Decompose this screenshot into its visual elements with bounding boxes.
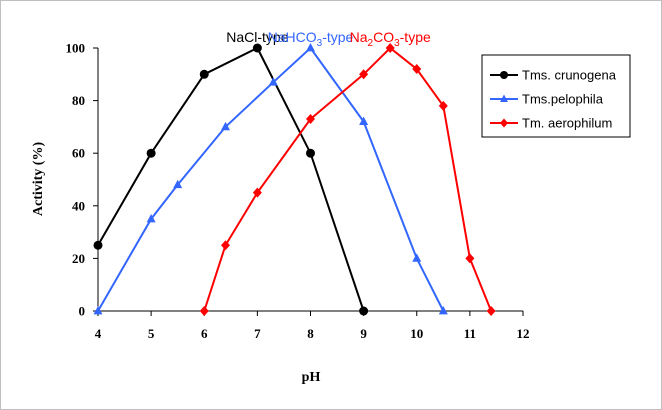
data-point	[500, 94, 508, 102]
data-point	[199, 69, 209, 79]
legend-label: Tms.pelophila	[522, 92, 604, 107]
data-point	[146, 148, 156, 158]
y-tick-label: 0	[79, 304, 86, 319]
data-point	[438, 100, 448, 111]
axes	[97, 48, 523, 312]
data-point	[252, 43, 262, 53]
x-axis-title: pH	[302, 370, 321, 385]
type-label: NaCl-type	[226, 29, 288, 45]
y-tick-label: 40	[72, 198, 85, 213]
data-point	[359, 306, 369, 316]
x-tick-label: 4	[95, 326, 102, 341]
legend-entry: Tm. aerophilum	[490, 116, 612, 131]
legend-label: Tms. crunogena	[522, 68, 617, 83]
data-point	[486, 306, 496, 316]
data-point	[385, 43, 395, 53]
series-line	[203, 46, 493, 312]
x-tick-label: 10	[410, 326, 423, 341]
series-layer	[93, 43, 496, 316]
data-point	[93, 306, 103, 315]
data-point	[438, 306, 448, 315]
series-line	[97, 46, 365, 312]
data-point	[221, 240, 230, 251]
data-point	[306, 43, 315, 52]
data-point	[359, 69, 369, 80]
x-tick-label: 11	[464, 326, 476, 341]
y-axis-title: Activity (%)	[31, 142, 46, 217]
legend-label: Tm. aerophilum	[522, 116, 612, 131]
data-point	[412, 253, 422, 262]
x-tick-label: 9	[360, 326, 367, 341]
x-tick-label: 12	[517, 326, 530, 341]
ticks: 0 20 40 60 80 100 4 5 6 7 8 9 10 11 12	[66, 41, 530, 342]
data-point	[500, 118, 508, 128]
series-2	[93, 43, 448, 315]
data-point	[306, 148, 315, 158]
data-point	[173, 179, 183, 189]
data-point	[146, 213, 156, 223]
x-tick-label: 8	[307, 326, 314, 341]
data-point	[199, 306, 209, 316]
data-point	[500, 71, 508, 79]
legend-entry: Tms.pelophila	[490, 92, 604, 107]
series-1	[93, 43, 369, 316]
y-tick-label: 100	[66, 41, 86, 56]
type-label: NaHCO3-type	[268, 29, 354, 49]
legend-entry: Tms. crunogena	[490, 68, 617, 83]
data-point	[359, 116, 369, 126]
x-tick-label: 6	[201, 326, 208, 341]
x-tick-label: 5	[148, 326, 155, 341]
data-point	[221, 121, 230, 131]
y-tick-label: 60	[72, 146, 85, 161]
data-point	[268, 77, 278, 86]
x-tick-label: 7	[254, 326, 261, 341]
data-point	[306, 114, 315, 125]
type-label: Na2CO3-type	[350, 29, 431, 49]
y-tick-label: 20	[72, 251, 85, 266]
data-point	[93, 240, 103, 250]
data-point	[252, 187, 262, 198]
series-3	[199, 43, 496, 316]
y-tick-label: 80	[72, 93, 85, 108]
series-line	[97, 46, 445, 312]
data-point	[465, 253, 475, 264]
data-point	[412, 64, 422, 75]
